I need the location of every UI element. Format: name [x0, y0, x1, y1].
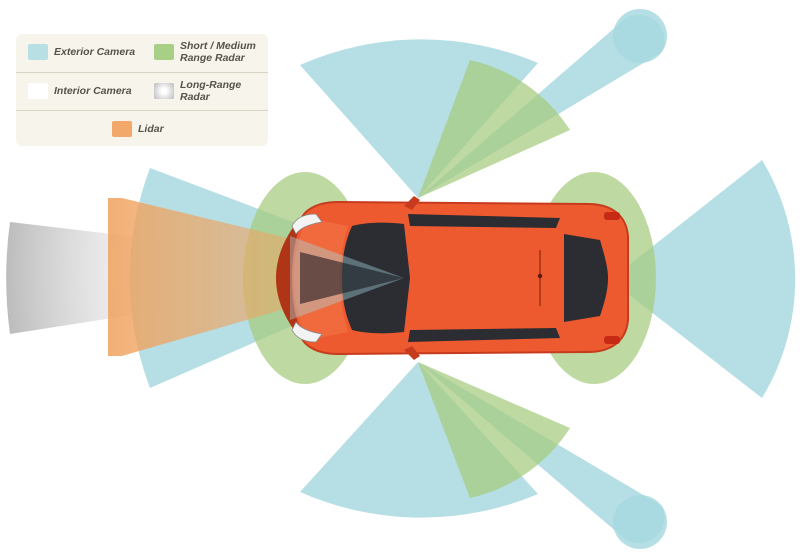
side-window-top	[408, 214, 560, 228]
lidar-swatch	[112, 121, 132, 137]
tail-light-bottom	[604, 336, 620, 344]
interior-camera-core	[300, 252, 404, 304]
legend-row: Interior Camera Long-Range Radar	[16, 72, 268, 109]
legend-row: Exterior Camera Short / Medium Range Rad…	[16, 34, 268, 70]
legend-label: Interior Camera	[54, 85, 132, 97]
legend-label: Lidar	[138, 123, 164, 135]
tail-light-top	[604, 212, 620, 220]
interior-camera-swatch	[28, 83, 48, 99]
legend-item-long-range-radar: Long-Range Radar	[154, 73, 266, 109]
radar-side-top	[418, 60, 570, 198]
legend-item-lidar: Lidar	[112, 111, 252, 147]
car	[276, 196, 629, 360]
long-range-radar-swatch	[154, 83, 174, 99]
legend-label: Long-Range Radar	[180, 79, 242, 103]
legend-item-exterior-camera: Exterior Camera	[28, 34, 152, 70]
legend-label: Short / Medium Range Radar	[180, 40, 256, 64]
legend-label: Exterior Camera	[54, 46, 136, 58]
camera-beam-upper-end	[613, 9, 667, 63]
short-medium-radar-swatch	[154, 44, 174, 60]
exterior-camera-swatch	[28, 44, 48, 60]
legend-row: Lidar	[16, 110, 268, 147]
camera-beam-lower-end	[613, 495, 667, 549]
headlight-top	[291, 213, 323, 235]
legend-item-interior-camera: Interior Camera	[28, 73, 152, 109]
camera-cone-rear	[610, 160, 796, 398]
radar-side-bottom	[418, 362, 570, 498]
car-roof	[410, 232, 562, 324]
side-window-bottom	[408, 328, 560, 342]
roof-antenna-base	[537, 273, 543, 279]
car-rear-window	[564, 234, 608, 322]
mirror-bottom	[404, 346, 420, 360]
legend-item-short-medium-radar: Short / Medium Range Radar	[154, 34, 266, 70]
headlight-bottom	[291, 321, 323, 343]
mirror-top	[404, 196, 420, 210]
legend: Exterior Camera Short / Medium Range Rad…	[16, 34, 268, 146]
lidar-beam	[108, 198, 420, 356]
car-front-bumper	[276, 226, 300, 330]
